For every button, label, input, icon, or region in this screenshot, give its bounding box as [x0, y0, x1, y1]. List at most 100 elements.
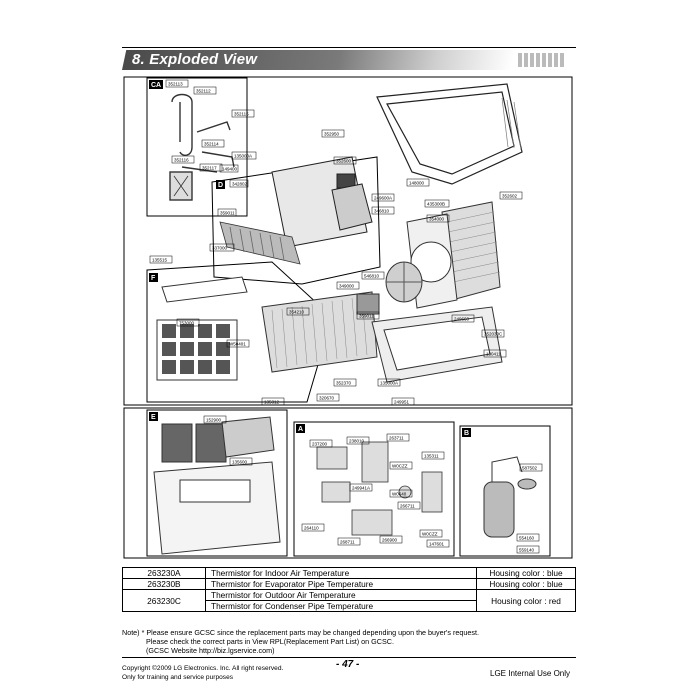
part-description: Thermistor for Condenser Pipe Temperatur… [205, 600, 477, 612]
orifice-shroud-drawing [406, 213, 458, 309]
svg-text:130411: 130411 [486, 352, 501, 357]
svg-text:249951: 249951 [394, 400, 410, 405]
svg-text:352602: 352602 [502, 194, 518, 199]
svg-text:A: A [298, 426, 303, 433]
svg-text:E: E [151, 414, 156, 421]
svg-text:237200: 237200 [312, 442, 328, 447]
svg-text:147601: 147601 [429, 542, 445, 547]
svg-text:554160: 554160 [519, 536, 535, 541]
svg-text:148000: 148000 [409, 181, 425, 186]
section-a-box [293, 421, 455, 557]
section-label-d: D [216, 180, 225, 189]
chassis-case-drawing [376, 83, 523, 185]
svg-text:359011: 359011 [359, 314, 374, 319]
cross-flow-fan-drawing [219, 221, 301, 265]
svg-text:320670: 320670 [319, 396, 335, 401]
section-title: 8. Exploded View [132, 51, 258, 68]
svg-text:352600: 352600 [336, 159, 352, 164]
replacement-note: Note) * Please ensure GCSC since the rep… [122, 628, 592, 655]
lower-assembly-frame [123, 407, 573, 559]
table-row: 263230B Thermistor for Evaporator Pipe T… [122, 578, 576, 590]
part-callouts: 352113 352112 352115 352114 352116 35211… [149, 79, 543, 554]
svg-text:135311: 135311 [424, 454, 439, 459]
thermistor-parts-table: 263230A Thermistor for Indoor Air Temper… [122, 567, 576, 612]
svg-text:D: D [218, 182, 223, 189]
exploded-view-drawing: CA D F E A B [122, 72, 576, 562]
svg-text:263711: 263711 [389, 436, 404, 441]
svg-text:266711: 266711 [400, 504, 415, 509]
svg-text:W50401: W50401 [229, 342, 246, 347]
evaporator-coil-drawing [261, 291, 378, 373]
svg-text:W0CZZ: W0CZZ [422, 532, 438, 537]
section-label-a: A [296, 424, 305, 433]
section-label-e: E [149, 412, 158, 421]
svg-text:249600A: 249600A [374, 196, 392, 201]
svg-text:342802: 342802 [232, 182, 248, 187]
outdoor-fan-drawing [356, 261, 423, 315]
section-label-ca: CA [149, 80, 163, 89]
note-line: (GCSC Website http://biz.lgservice.com) [146, 646, 275, 655]
svg-text:352114: 352114 [204, 142, 219, 147]
svg-text:435300B: 435300B [427, 202, 445, 207]
copyright-block: Copyright ©2009 LG Electronics. Inc. All… [122, 664, 283, 682]
svg-text:352370: 352370 [336, 381, 352, 386]
footer-rule [122, 657, 576, 658]
copyright-text: Copyright ©2009 LG Electronics. Inc. All… [122, 665, 284, 672]
internal-use-label: LGE Internal Use Only [490, 669, 571, 678]
svg-text:W0CZZ: W0CZZ [392, 464, 408, 469]
svg-text:249941A: 249941A [352, 486, 370, 491]
part-code: 263230C [122, 589, 206, 612]
section-e-box [146, 409, 288, 557]
section-header: 8. Exploded View [122, 47, 576, 70]
electrical-parts-drawing [316, 441, 443, 536]
svg-text:352112: 352112 [196, 89, 211, 94]
svg-text:CA: CA [151, 82, 161, 89]
svg-text:135600: 135600 [232, 460, 248, 465]
svg-text:352113: 352113 [168, 82, 183, 87]
svg-text:349000: 349000 [339, 284, 355, 289]
training-text: Only for training and service purposes [122, 674, 234, 681]
note-line: Please check the correct parts in View R… [146, 637, 394, 646]
control-box-drawing [271, 156, 373, 248]
svg-text:149400: 149400 [222, 167, 238, 172]
svg-text:587502: 587502 [522, 466, 538, 471]
svg-text:264110: 264110 [304, 526, 319, 531]
svg-text:135000A: 135000A [234, 154, 252, 159]
svg-text:B: B [464, 430, 469, 437]
svg-text:354000: 354000 [429, 217, 445, 222]
air-filter-drawing [156, 276, 248, 381]
svg-text:352117: 352117 [202, 166, 217, 171]
base-pan-drawing [371, 306, 503, 383]
table-row: 263230A Thermistor for Indoor Air Temper… [122, 567, 576, 579]
header-stripes-icon [518, 53, 564, 67]
svg-text:346810: 346810 [374, 209, 390, 214]
header-rule [122, 47, 576, 48]
svg-text:352030C: 352030C [484, 332, 503, 337]
upper-assembly-frame [123, 76, 573, 406]
housing-color: Housing color : red [476, 589, 576, 612]
svg-text:268711: 268711 [340, 540, 355, 545]
page-number: - 47 - [336, 659, 360, 670]
front-cabinet-drawing [153, 416, 281, 555]
section-label-f: F [149, 273, 158, 282]
section-b-box [459, 425, 551, 557]
svg-text:F: F [151, 275, 156, 282]
svg-text:135312: 135312 [264, 400, 280, 405]
table-row: 263230C Thermistor for Outdoor Air Tempe… [122, 589, 576, 612]
svg-text:354210: 354210 [289, 310, 305, 315]
svg-text:135000A: 135000A [380, 381, 398, 386]
note-line: Note) * Please ensure GCSC since the rep… [122, 628, 479, 637]
section-label-b: B [462, 428, 471, 437]
svg-text:W0640: W0640 [392, 492, 407, 497]
svg-text:546810: 546810 [364, 274, 380, 279]
svg-text:238010: 238010 [349, 439, 365, 444]
compressor-drawing [483, 456, 537, 538]
svg-text:249660: 249660 [454, 317, 470, 322]
exploded-view-svg: CA D F E A B [123, 76, 573, 559]
svg-text:352115: 352115 [234, 112, 249, 117]
svg-text:352950: 352950 [324, 132, 340, 137]
svg-text:753000: 753000 [179, 321, 195, 326]
section-ca-box [146, 77, 248, 217]
part-description: Thermistor for Evaporator Pipe Temperatu… [205, 578, 477, 590]
